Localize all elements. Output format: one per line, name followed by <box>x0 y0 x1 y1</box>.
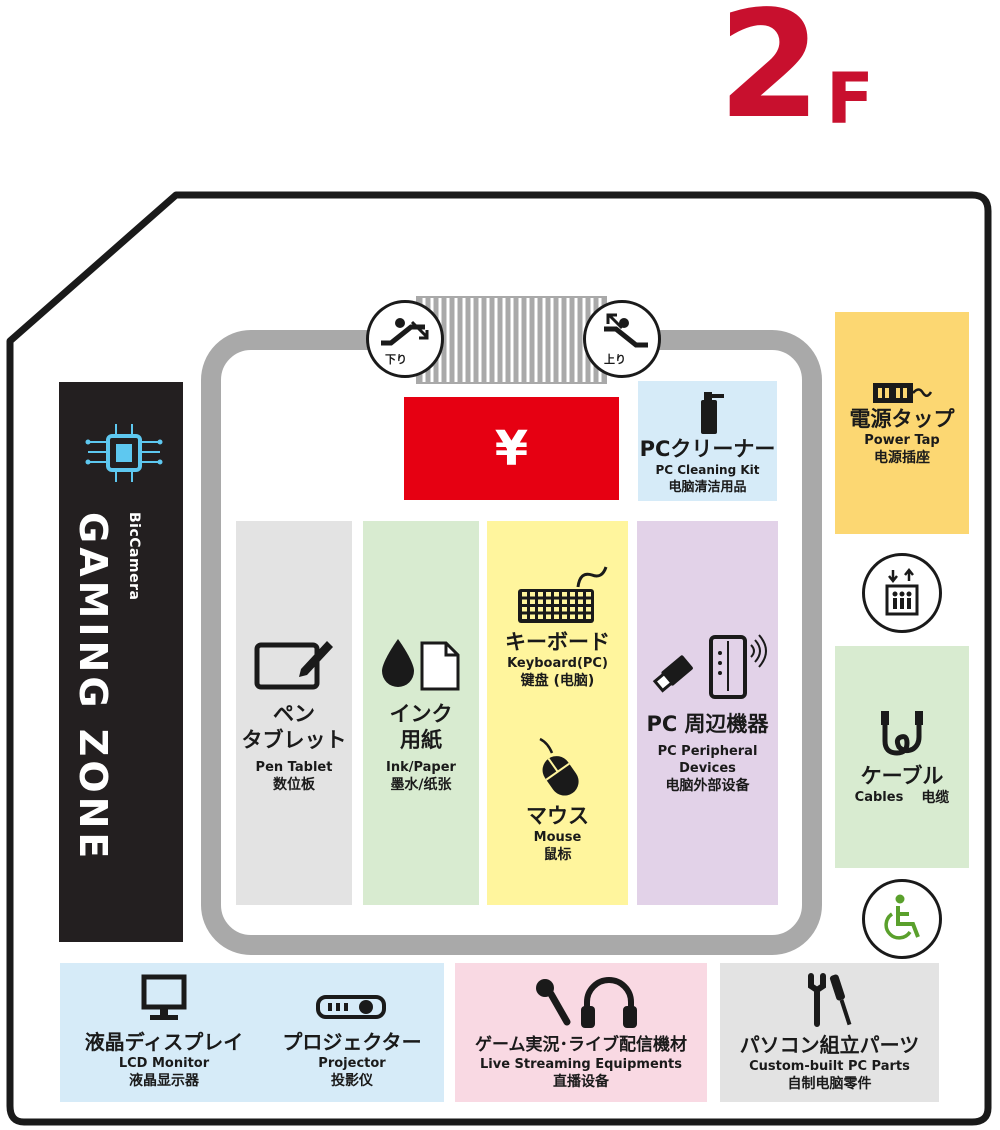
zone-custom-pc-parts: パソコン組立パーツ Custom-built PC Parts 自制电脑零件 <box>720 963 939 1102</box>
pc-peripheral-ja: PC 周辺機器 <box>646 712 769 736</box>
mouse-en: Mouse <box>533 830 582 845</box>
escalator-down-label: 下り <box>385 353 407 366</box>
pen-tablet-icon <box>254 640 333 689</box>
power-tap-zh: 电源插座 <box>874 449 930 466</box>
mic-headphones-icon <box>536 977 637 1028</box>
zone-pc-peripheral: PC 周辺機器 PC Peripheral Devices 电脑外部设备 <box>637 521 778 905</box>
projector-zh: 投影仪 <box>331 1073 373 1089</box>
custom-pc-ja: パソコン組立パーツ <box>739 1033 920 1057</box>
ink-paper-en: Ink/Paper <box>386 759 456 775</box>
pc-cleaner-zh: 电脑清洁用品 <box>668 479 747 495</box>
zone-cables: ケーブル Cables 电缆 <box>835 646 969 868</box>
custom-pc-en: Custom-built PC Parts <box>749 1059 910 1074</box>
projector-icon <box>316 995 386 1019</box>
zone-keyboard-mouse: キーボード Keyboard(PC) 键盘 (电脑) マウス Mouse 鼠标 <box>487 521 628 905</box>
pc-peripheral-zh: 电脑外部设备 <box>665 778 750 794</box>
power-strip-icon <box>873 382 933 403</box>
circuit-logo-icon <box>85 424 163 482</box>
air-duster-icon <box>700 391 724 434</box>
pc-cleaner-en: PC Cleaning Kit <box>655 462 760 477</box>
elevator <box>862 553 942 633</box>
gaming-zone-banner: BicCamera GAMING ZONE <box>59 382 183 942</box>
custom-pc-zh: 自制电脑零件 <box>787 1076 872 1092</box>
lcd-monitor-en: LCD Monitor <box>118 1056 210 1071</box>
cashier-yen-icon: ¥ <box>494 420 529 477</box>
zone-lcd-monitor: 液晶ディスプレイ LCD Monitor 液晶显示器 <box>60 971 268 1090</box>
escalator-down-icon <box>381 318 429 346</box>
live-streaming-zh: 直播设备 <box>553 1074 609 1090</box>
zone-projector: プロジェクター Projector 投影仪 <box>260 971 444 1090</box>
floor-label: 2 F <box>718 0 888 140</box>
gaming-zone-title: GAMING ZONE <box>71 512 115 863</box>
usb-device-icon <box>652 634 767 699</box>
cashier: ¥ <box>404 397 619 500</box>
mouse-icon <box>538 737 579 796</box>
projector-ja: プロジェクター <box>282 1030 422 1054</box>
zone-mouse: マウス Mouse 鼠标 <box>487 735 628 864</box>
zone-keyboard: キーボード Keyboard(PC) 键盘 (电脑) <box>487 561 628 690</box>
pc-cleaner-ja: PCクリーナー <box>639 436 776 461</box>
ink-paper-ja-1: インク <box>389 701 453 726</box>
accessible-toilet <box>862 879 942 959</box>
floor-number: 2 <box>718 0 821 151</box>
zone-power-tap: 電源タップ Power Tap 电源插座 <box>835 312 969 534</box>
zone-pc-cleaner: PCクリーナー PC Cleaning Kit 电脑清洁用品 <box>638 381 777 501</box>
mouse-zh: 鼠标 <box>543 847 572 863</box>
zone-live-streaming: ゲーム実況･ライブ配信機材 Live Streaming Equipments … <box>455 963 707 1102</box>
keyboard-zh: 键盘 (电脑) <box>520 673 595 689</box>
wheelchair-icon <box>884 894 920 940</box>
pen-tablet-en: Pen Tablet <box>255 759 333 775</box>
pen-tablet-ja-2: タブレット <box>241 727 347 752</box>
tools-icon <box>807 973 851 1027</box>
keyboard-icon <box>517 566 607 623</box>
cable-icon <box>881 711 923 756</box>
elevator-icon <box>885 567 919 616</box>
escalator-down-sign: 下り <box>366 300 444 378</box>
pc-peripheral-en-1: PC Peripheral <box>657 744 758 759</box>
zone-display-projector: 液晶ディスプレイ LCD Monitor 液晶显示器 プロジェクター Proje… <box>60 963 444 1102</box>
floor-unit: F <box>826 58 874 140</box>
power-tap-ja: 電源タップ <box>849 406 955 431</box>
cables-ja: ケーブル <box>860 764 944 788</box>
escalator-up-icon <box>604 313 648 348</box>
live-streaming-ja: ゲーム実況･ライブ配信機材 <box>475 1035 687 1055</box>
keyboard-en: Keyboard(PC) <box>507 656 608 671</box>
ink-paper-zh: 墨水/纸张 <box>390 776 452 793</box>
cables-en: Cables <box>854 790 904 805</box>
mouse-ja: マウス <box>526 804 589 828</box>
projector-en: Projector <box>318 1056 386 1071</box>
pen-tablet-ja-1: ペン <box>273 701 315 726</box>
escalator-up-sign: 上り <box>583 300 661 378</box>
gaming-zone-brand: BicCamera <box>126 512 142 601</box>
ink-paper-icon <box>382 638 460 690</box>
monitor-icon <box>141 974 187 1020</box>
cables-zh: 电缆 <box>921 790 950 806</box>
zone-pen-tablet: ペン タブレット Pen Tablet 数位板 <box>236 521 352 905</box>
pen-tablet-zh: 数位板 <box>273 776 315 793</box>
keyboard-ja: キーボード <box>505 630 610 654</box>
escalator-up-label: 上り <box>604 353 626 366</box>
lcd-monitor-zh: 液晶显示器 <box>129 1073 199 1089</box>
ink-paper-ja-2: 用紙 <box>400 727 442 752</box>
lcd-monitor-ja: 液晶ディスプレイ <box>84 1030 244 1054</box>
pc-peripheral-en-2: Devices <box>679 761 736 776</box>
power-tap-en: Power Tap <box>864 432 940 448</box>
live-streaming-en: Live Streaming Equipments <box>480 1057 682 1072</box>
zone-ink-paper: インク 用紙 Ink/Paper 墨水/纸张 <box>363 521 479 905</box>
